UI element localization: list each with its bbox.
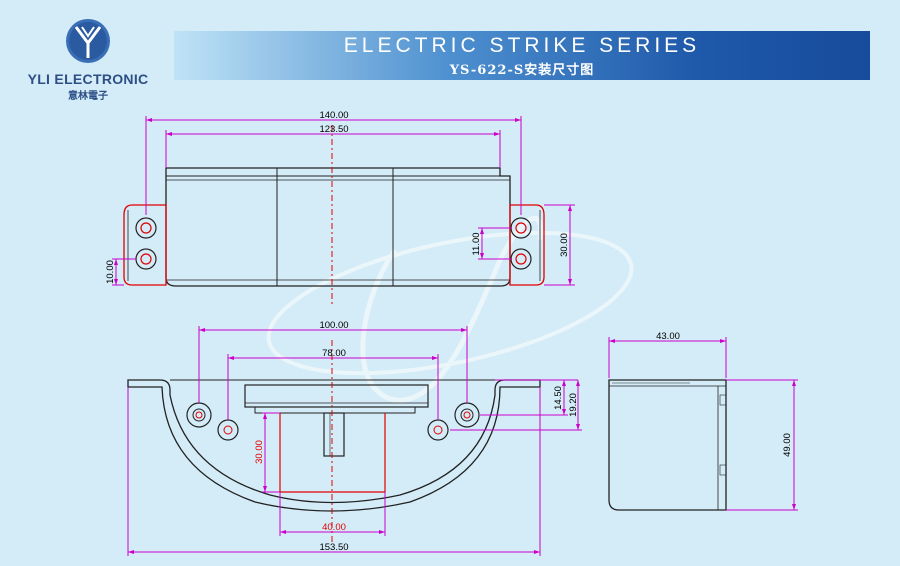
dim-top-body: 123.50 <box>319 124 348 135</box>
brand-name-cn: 意林電子 <box>68 91 108 102</box>
dim-hole-offset: 10.00 <box>105 260 116 284</box>
mounting-holes-top <box>135 217 532 270</box>
watermark <box>266 215 634 403</box>
dim-front-hole-span: 100.00 <box>319 320 348 331</box>
title-banner: ELECTRIC STRIKE SERIES YS-622-S安装尺寸图 <box>174 31 870 80</box>
yli-logo-icon <box>66 19 110 63</box>
dim-front-depth-2: 19.20 <box>568 393 579 417</box>
side-view: 43.00 49.00 <box>608 331 798 511</box>
brand-logo: YLI ELECTRONIC 意林電子 <box>18 18 158 102</box>
banner-title: ELECTRIC STRIKE SERIES <box>343 34 701 57</box>
dim-front-inner-span: 78.00 <box>322 348 346 359</box>
mounting-holes-front <box>186 402 480 441</box>
dim-hole-spacing: 11.00 <box>471 232 482 255</box>
front-view: 100.00 78.00 14.50 19.20 30.00 40.00 153… <box>127 320 582 556</box>
dim-flange-height: 30.00 <box>559 233 570 257</box>
dim-front-overall: 153.50 <box>319 542 348 553</box>
dim-side-width: 43.00 <box>656 331 680 342</box>
top-view: 140.00 123.50 30.00 11.00 10.00 <box>105 110 575 305</box>
dim-front-depth-1: 14.50 <box>553 386 564 410</box>
banner-subtitle: YS-622-S安装尺寸图 <box>449 63 595 78</box>
dim-top-overall: 140.00 <box>319 110 348 121</box>
dim-side-height: 49.00 <box>782 433 793 457</box>
brand-name: YLI ELECTRONIC <box>27 71 149 87</box>
dim-box-width: 40.00 <box>322 522 346 533</box>
dim-box-height: 30.00 <box>254 440 265 464</box>
